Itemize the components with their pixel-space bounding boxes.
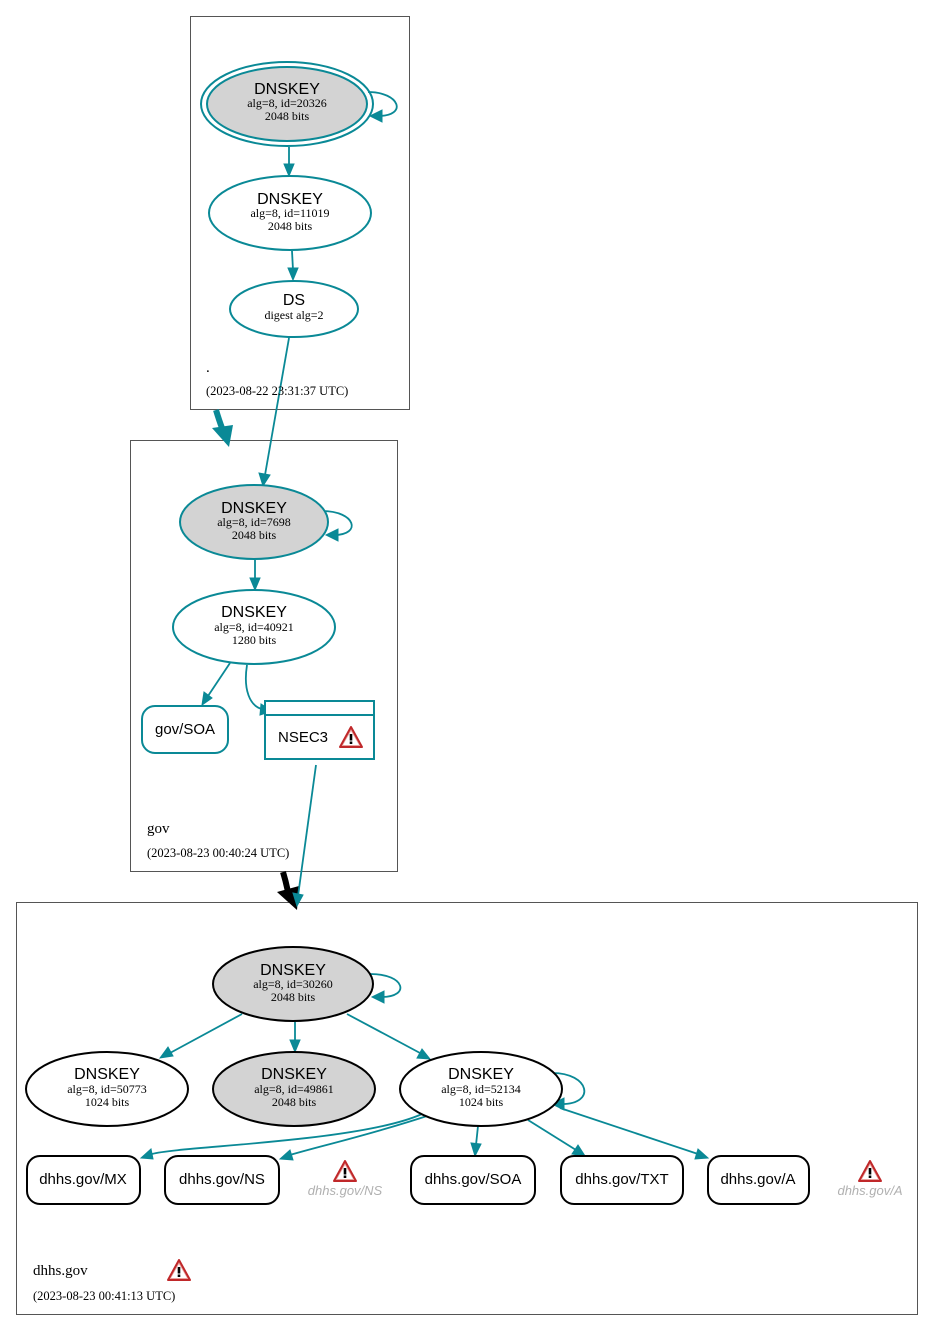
nsec3-label: NSEC3 [278,729,328,746]
dnskey-node-dhhs-49861[interactable]: DNSKEY alg=8, id=49861 2048 bits [212,1051,376,1127]
ds-node-root[interactable]: DS digest alg=2 [229,280,359,338]
edge-dhhs-ksk-to-k2 [289,1022,301,1054]
node-digest-alg: digest alg=2 [264,308,323,322]
warning-icon [333,1160,357,1182]
node-title: DNSKEY [261,1066,327,1083]
edge-gov-zsk-to-soa [201,662,231,707]
edge-gov-nsec3-to-dhhs-ksk [292,764,317,908]
node-bits: 1280 bits [232,633,277,647]
rrset-label: dhhs.gov/SOA [425,1171,522,1188]
rrset-node-dhhs-mx[interactable]: dhhs.gov/MX [26,1155,141,1205]
zone-timestamp-gov: (2023-08-23 00:40:24 UTC) [147,846,289,860]
node-alg-id: alg=8, id=52134 [441,1082,521,1096]
node-bits: 2048 bits [268,219,313,233]
zone-dhhs [16,902,918,1315]
node-alg-id: alg=8, id=11019 [250,206,329,220]
dnskey-node-dhhs-ksk[interactable]: DNSKEY alg=8, id=30260 2048 bits [212,946,374,1022]
node-bits: 2048 bits [265,109,310,123]
edge-root-zsk-to-ds [287,250,299,282]
dnskey-node-root-ksk[interactable]: DNSKEY alg=8, id=20326 2048 bits [200,61,374,147]
zone-root [190,16,410,410]
node-bits: 2048 bits [232,528,277,542]
node-bits: 1024 bits [85,1095,130,1109]
node-title: DNSKEY [448,1066,514,1083]
node-alg-id: alg=8, id=30260 [253,977,333,991]
node-title: DNSKEY [221,604,287,621]
zone-name-root: . [206,360,210,376]
dnskey-node-dhhs-50773[interactable]: DNSKEY alg=8, id=50773 1024 bits [25,1051,189,1127]
node-title: DNSKEY [221,500,287,517]
delegation-root-to-gov [212,409,233,447]
edge-dhhs-ksk-self [369,973,402,1004]
ghost-label: dhhs.gov/NS [308,1183,383,1198]
rrset-node-dhhs-ns[interactable]: dhhs.gov/NS [164,1155,280,1205]
dnskey-node-gov-zsk[interactable]: DNSKEY alg=8, id=40921 1280 bits [172,589,336,665]
edge-gov-ksk-to-zsk [249,560,261,592]
dnskey-node-dhhs-zsk[interactable]: DNSKEY alg=8, id=52134 1024 bits [399,1051,563,1127]
edge-dhhs-zsk-to-mx [139,1113,423,1160]
rrset-label: dhhs.gov/NS [179,1171,265,1188]
ghost-node-dhhs-ns[interactable]: dhhs.gov/NS [308,1160,383,1198]
delegation-gov-to-dhhs [277,871,299,910]
rrset-node-dhhs-soa[interactable]: dhhs.gov/SOA [410,1155,536,1205]
node-alg-id: alg=8, id=50773 [67,1082,147,1096]
edge-gov-ksk-self [321,510,353,542]
rrset-node-dhhs-a[interactable]: dhhs.gov/A [707,1155,810,1205]
node-bits: 2048 bits [272,1095,317,1109]
edge-root-ksk-to-zsk [283,147,295,178]
zone-name-gov: gov [147,821,170,837]
node-title: DNSKEY [74,1066,140,1083]
zone-gov [130,440,398,872]
rrset-label: gov/SOA [155,721,215,738]
dnskey-node-gov-ksk[interactable]: DNSKEY alg=8, id=7698 2048 bits [179,484,329,560]
node-title: DNSKEY [257,191,323,208]
dnskey-node-root-zsk[interactable]: DNSKEY alg=8, id=11019 2048 bits [208,175,372,251]
ghost-node-dhhs-a[interactable]: dhhs.gov/A [837,1160,903,1198]
zone-warning-icon[interactable] [167,1259,191,1281]
zone-timestamp-dhhs: (2023-08-23 00:41:13 UTC) [33,1289,175,1303]
edge-dhhs-zsk-to-txt [527,1119,587,1157]
edge-root-ds-to-gov-ksk [258,337,290,488]
node-alg-id: alg=8, id=7698 [217,515,291,529]
edge-dhhs-ksk-to-zsk [346,1013,432,1060]
node-bits: 1024 bits [459,1095,504,1109]
edge-dhhs-ksk-to-k1 [158,1013,243,1059]
node-alg-id: alg=8, id=49861 [254,1082,334,1096]
node-alg-id: alg=8, id=40921 [214,620,294,634]
warning-icon [858,1160,882,1182]
rrset-label: dhhs.gov/A [720,1171,795,1188]
edge-dhhs-zsk-to-soa [470,1125,482,1158]
edge-dhhs-zsk-to-ns [278,1114,431,1161]
rrset-label: dhhs.gov/MX [39,1171,127,1188]
zone-timestamp-root: (2023-08-22 23:31:37 UTC) [206,384,348,398]
ghost-label: dhhs.gov/A [837,1183,902,1198]
rrset-node-gov-soa[interactable]: gov/SOA [141,705,229,754]
zone-name-dhhs: dhhs.gov [33,1263,88,1279]
edge-dhhs-zsk-to-a [559,1107,710,1160]
node-title: DNSKEY [260,962,326,979]
rrset-label: dhhs.gov/TXT [575,1171,668,1188]
node-title: DS [283,292,305,309]
nsec3-node-gov[interactable]: NSEC3 [264,700,375,760]
node-alg-id: alg=8, id=20326 [247,96,327,110]
node-title: DNSKEY [254,81,320,98]
edge-root-ksk-self [367,91,398,123]
node-bits: 2048 bits [271,990,316,1004]
rrset-node-dhhs-txt[interactable]: dhhs.gov/TXT [560,1155,684,1205]
